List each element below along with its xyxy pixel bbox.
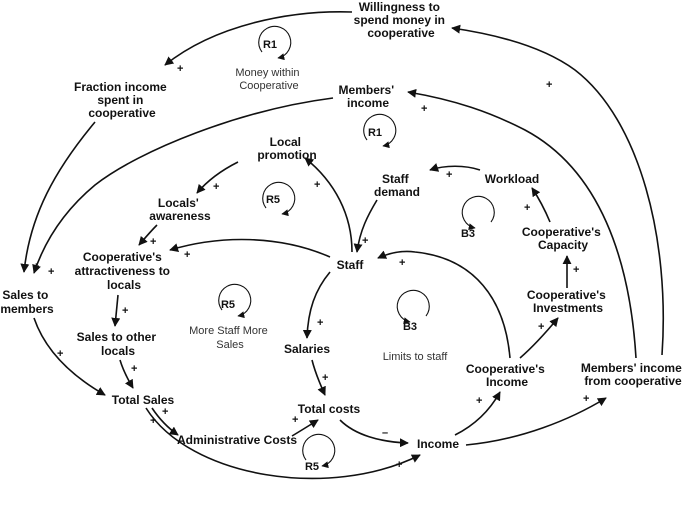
edge-coop-income-to-investments <box>519 317 559 359</box>
edge-awareness-to-attractiveness <box>138 224 158 246</box>
note-money-within: Money within Cooperative <box>235 67 302 92</box>
node-coop-investments: Cooperative's Investments <box>527 288 609 315</box>
edge-income-to-coop-income <box>454 391 501 436</box>
svg-text:R5: R5 <box>266 194 280 206</box>
sign-fraction-sales-members: + <box>33 261 39 273</box>
sign-attractiveness-sales-other: + <box>122 305 128 317</box>
node-fraction-income: Fraction income spent in cooperative <box>74 80 170 120</box>
node-total-costs: Total costs <box>298 402 361 416</box>
edge-capacity-to-workload <box>531 187 551 223</box>
sign-sales-members-total-sales: + <box>57 348 63 360</box>
edge-total-sales-to-income <box>145 407 421 480</box>
sign-total-sales-income-left: + <box>150 415 156 427</box>
node-income: Income <box>417 437 459 451</box>
node-admin-costs: Administrative Costs <box>177 433 297 447</box>
loop-r5-costs: R5 <box>302 433 336 473</box>
sign-sales-other-total-sales: + <box>131 363 137 375</box>
edge-income-to-members-income-coop <box>465 397 607 446</box>
svg-text:R1: R1 <box>368 127 382 139</box>
sign-income-coop-willingness: + <box>546 79 552 91</box>
node-sales-to-members: Sales to members <box>0 288 54 316</box>
loop-b3-capacity: B3 <box>461 195 495 240</box>
svg-text:R5: R5 <box>305 461 319 473</box>
edge-workload-to-staff-demand <box>429 163 481 172</box>
note-limits-staff: Limits to staff <box>383 351 449 363</box>
node-staff-demand: Staff demand <box>374 172 420 199</box>
svg-text:R1: R1 <box>263 39 277 51</box>
node-willingness: Willingness to spend money in cooperativ… <box>354 0 449 40</box>
svg-text:R5: R5 <box>221 299 235 311</box>
sign-staff-salaries: + <box>317 317 323 329</box>
sign-awareness-attractiveness: + <box>150 236 156 248</box>
sign-coop-income-investments: + <box>538 321 544 333</box>
sign-investments-capacity: + <box>573 264 579 276</box>
polarity-signs: + + + + + + + + + + + + + + + + + + + + … <box>33 63 589 471</box>
edge-salaries-to-total-costs <box>311 359 326 396</box>
sign-income-coop-income: + <box>476 395 482 407</box>
node-locals-awareness: Locals' awareness <box>149 196 211 223</box>
node-coop-income: Cooperative's Income <box>466 362 548 389</box>
node-sales-other-locals: Sales to other locals <box>77 330 160 358</box>
node-coop-capacity: Cooperative's Capacity <box>522 225 604 252</box>
edge-coop-income-to-staff <box>377 250 511 359</box>
loop-r5-promotion: R5 <box>262 181 296 217</box>
sign-members-income-sales-members: + <box>48 266 54 278</box>
sign-promotion-awareness: + <box>213 181 219 193</box>
nodes: Willingness to spend money in cooperativ… <box>0 0 685 451</box>
node-members-income-coop: Members' income from cooperative <box>581 361 685 388</box>
node-coop-attractiveness: Cooperative's attractiveness to locals <box>75 250 174 292</box>
svg-text:B3: B3 <box>461 228 475 240</box>
edges <box>20 11 665 480</box>
loop-notes: Money within Cooperative More Staff More… <box>189 67 448 363</box>
sign-staff-demand-staff: + <box>362 235 368 247</box>
edge-staff-to-local-promotion <box>304 157 353 253</box>
loop-markers: R1 R1 R5 B3 R5 B3 R5 <box>218 25 495 473</box>
sign-workload-staff-demand: + <box>446 169 452 181</box>
edge-staff-demand-to-staff <box>353 199 378 253</box>
sign-capacity-workload: + <box>524 202 530 214</box>
edge-members-income-to-sales-members <box>32 97 334 274</box>
edge-total-costs-to-income <box>339 419 409 448</box>
edge-staff-to-attractiveness <box>169 238 331 258</box>
node-local-promotion: Local promotion <box>257 135 316 162</box>
edge-fraction-income-to-sales-members <box>20 121 96 273</box>
edge-sales-members-to-total-sales <box>33 317 106 396</box>
loop-r5-sales: R5 <box>218 283 252 319</box>
edge-members-income-coop-to-willingness <box>451 24 665 356</box>
node-total-sales: Total Sales <box>112 393 175 407</box>
sign-staff-promotion: + <box>314 179 320 191</box>
node-staff: Staff <box>337 258 365 272</box>
edge-members-income-coop-to-members-income <box>407 88 637 359</box>
node-workload: Workload <box>485 172 539 186</box>
edge-admin-costs-to-total-costs <box>291 419 319 437</box>
note-more-staff: More Staff More Sales <box>189 325 271 351</box>
sign-total-sales-admin: + <box>162 406 168 418</box>
edge-total-sales-to-admin-costs <box>151 407 179 436</box>
svg-text:B3: B3 <box>403 321 417 333</box>
sign-total-sales-income: + <box>396 459 402 471</box>
sign-income-members-income-coop: + <box>583 393 589 405</box>
loop-r1-top: R1 <box>258 25 292 61</box>
loop-b3-staff: B3 <box>396 289 430 333</box>
sign-staff-attractiveness: + <box>184 249 190 261</box>
edge-attractiveness-to-sales-other <box>111 294 121 327</box>
sign-salaries-total-costs: + <box>322 372 328 384</box>
edge-staff-to-salaries <box>302 271 331 339</box>
edge-willingness-to-fraction-income <box>164 11 353 66</box>
sign-willingness-fraction: + <box>177 63 183 75</box>
edge-sales-other-to-total-sales <box>119 359 134 389</box>
edge-local-promotion-to-locals-awareness <box>196 161 239 194</box>
loop-r1-members: R1 <box>363 113 397 149</box>
node-members-income: Members' income <box>339 83 398 110</box>
sign-income-coop-members-income: + <box>421 103 427 115</box>
sign-coop-income-staff: + <box>399 257 405 269</box>
node-salaries: Salaries <box>284 342 330 356</box>
sign-total-costs-income: – <box>382 427 388 439</box>
sign-admin-total-costs: + <box>292 414 298 426</box>
